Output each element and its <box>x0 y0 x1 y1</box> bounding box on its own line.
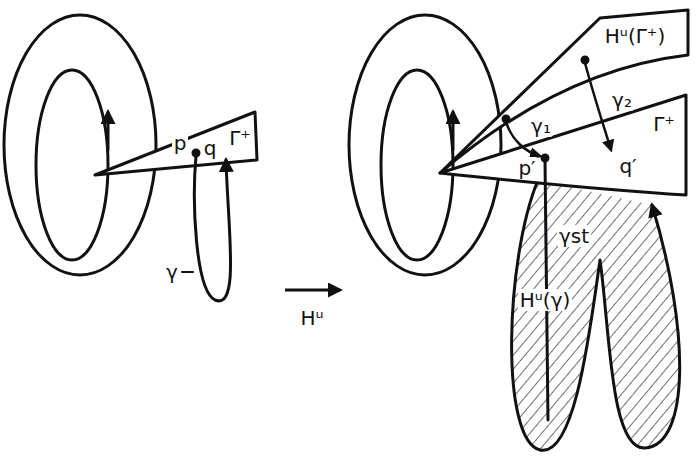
math-label: γ <box>164 261 180 283</box>
curve-gamma <box>194 156 230 301</box>
left-figure <box>4 15 257 301</box>
math-label: Hᵘ(γ) <box>518 289 573 311</box>
math-label: p′ <box>516 157 537 179</box>
math-label: Hᵘ(Γ⁺) <box>603 25 667 47</box>
math-label: Γ⁺ <box>651 113 677 135</box>
point-dot <box>542 155 548 161</box>
orbit-arrow <box>452 112 455 150</box>
curve-gamma-2 <box>585 63 611 150</box>
inner-orbit <box>381 70 453 260</box>
math-label: γ₂ <box>610 89 634 111</box>
outer-orbit <box>349 15 501 275</box>
section-wedge <box>95 112 257 175</box>
image-curve <box>512 180 680 450</box>
section-wedge <box>440 95 686 195</box>
right-figure <box>349 10 688 450</box>
outer-orbit <box>4 15 156 275</box>
inner-orbit <box>36 70 108 260</box>
leader-line <box>182 271 193 273</box>
math-label: γ₁ <box>529 115 553 137</box>
math-label: Γ⁺ <box>227 127 253 149</box>
math-label: q <box>202 137 219 159</box>
orbit-arrow <box>107 112 110 150</box>
map-arrow <box>285 289 340 292</box>
math-label: Hᵘ <box>298 307 325 329</box>
math-label: p <box>172 132 189 154</box>
math-label: γst <box>557 225 591 247</box>
hatched-region <box>512 180 680 450</box>
math-label: q′ <box>617 155 638 177</box>
